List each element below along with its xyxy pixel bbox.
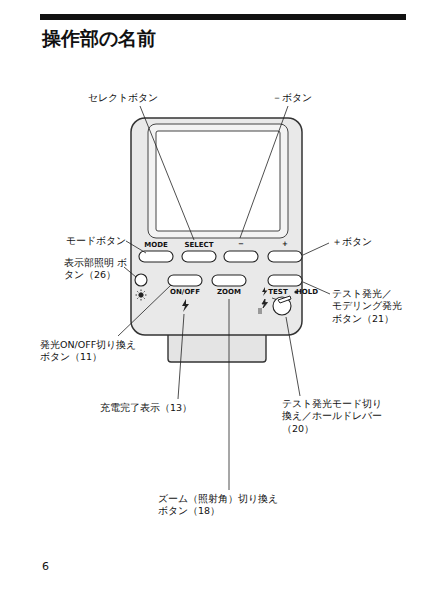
panel-marking: − [238,241,244,248]
page-title: 操作部の名前 [42,26,156,51]
lcd-screen [156,131,280,231]
part-name: テスト発光／ モデリング発光 ボタン（21） [332,288,404,325]
title-bar [40,14,406,20]
flash-symbol [262,287,268,296]
mode-lever [273,296,291,315]
part-name: モードボタン [66,235,126,247]
panel-marking: ON/OFF [170,289,200,296]
flash-body [131,118,302,335]
buttons [135,251,302,286]
part-name: セレクトボタン [88,92,158,104]
panel-marking: MODE [144,242,168,249]
part-name: ＋ボタン [332,236,372,248]
panel-marking: ZOOM [217,289,241,296]
panel-marking: HOLD [296,289,318,296]
part-name: 表示部照明 ボタン（26） [64,257,129,282]
part-name: ズーム（照射角）切り換え ボタン（18） [158,493,280,518]
panel-marking: SELECT [185,242,214,249]
part-name: 充電完了表示（13） [100,402,192,414]
page-number: 6 [42,560,49,574]
part-name: 発光ON/OFF切り換え ボタン（11） [40,339,139,364]
charge-indicator [182,299,189,312]
light-icon [136,290,147,301]
panel-marking: TEST [268,289,287,296]
panel-marking: + [282,241,288,248]
part-name: テスト発光モード切り 換え／ホールドレバー （20） [282,398,384,435]
display-frame [148,124,288,238]
part-name: －ボタン [272,92,312,104]
